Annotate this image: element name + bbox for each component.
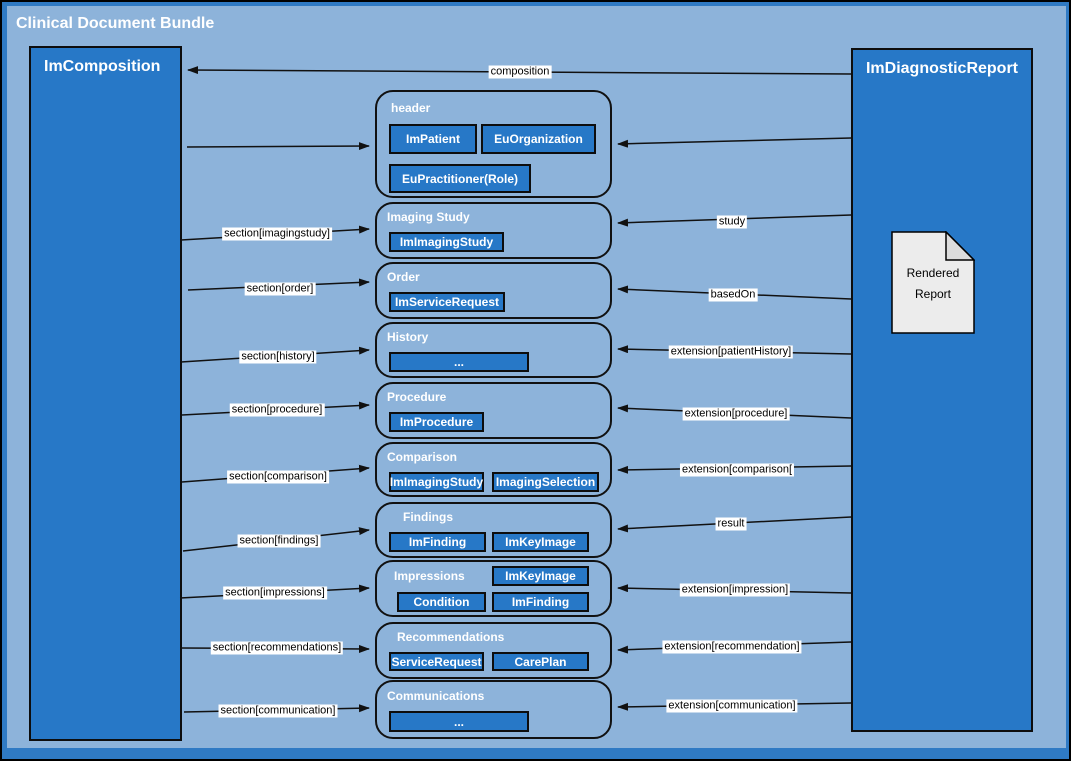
node-imfinding[interactable]: ImFinding bbox=[389, 532, 486, 552]
edge-label-basedon: basedOn bbox=[708, 288, 758, 302]
section-order: Order ImServiceRequest bbox=[375, 262, 612, 319]
node-condition[interactable]: Condition bbox=[397, 592, 486, 612]
section-procedure-title: Procedure bbox=[387, 390, 447, 404]
section-comparison: Comparison ImImagingStudy ImagingSelecti… bbox=[375, 442, 612, 497]
edge-label-study: study bbox=[716, 215, 748, 229]
rendered-report-document: Rendered Report bbox=[891, 230, 976, 334]
edge-label-extension-recommendation: extension[recommendation] bbox=[662, 640, 802, 654]
node-servicerequest[interactable]: ServiceRequest bbox=[389, 652, 484, 671]
edge-label-section-procedure: section[procedure] bbox=[229, 403, 325, 417]
edge-label-section-order: section[order] bbox=[244, 282, 316, 296]
node-comparison-imimagingstudy[interactable]: ImImagingStudy bbox=[389, 472, 484, 492]
document-label-line1: Rendered bbox=[906, 266, 960, 280]
edge-label-section-impressions: section[impressions] bbox=[223, 586, 327, 600]
node-imkeyimage[interactable]: ImKeyImage bbox=[492, 532, 589, 552]
edge-label-extension-procedure: extension[procedure] bbox=[682, 407, 790, 421]
entity-imcomposition[interactable]: ImComposition bbox=[29, 46, 182, 741]
node-impressions-imkeyimage[interactable]: ImKeyImage bbox=[492, 566, 589, 586]
entity-imdiagnosticreport[interactable]: ImDiagnosticReport Rendered Report bbox=[851, 48, 1033, 732]
document-icon bbox=[891, 230, 976, 334]
node-imagingselection[interactable]: ImagingSelection bbox=[492, 472, 599, 492]
section-header: header ImPatient EuOrganization EuPracti… bbox=[375, 90, 612, 198]
edge-label-composition: composition bbox=[488, 65, 552, 79]
edge-label-extension-communication: extension[communication] bbox=[666, 699, 798, 713]
edge-label-section-history: section[history] bbox=[239, 350, 317, 364]
node-eupractitionerrole[interactable]: EuPractitioner(Role) bbox=[389, 164, 531, 193]
section-impressions: Impressions ImKeyImage Condition ImFindi… bbox=[375, 560, 612, 617]
section-recommendations-title: Recommendations bbox=[397, 630, 505, 644]
edge-label-section-imagingstudy: section[imagingstudy] bbox=[222, 227, 332, 241]
section-imaging-study: Imaging Study ImImagingStudy bbox=[375, 202, 612, 259]
section-communications: Communications ... bbox=[375, 680, 612, 739]
section-history: History ... bbox=[375, 322, 612, 378]
node-improcedure[interactable]: ImProcedure bbox=[389, 412, 484, 432]
edge-label-section-recommendations: section[recommendations] bbox=[210, 641, 344, 655]
node-communications-ellipsis[interactable]: ... bbox=[389, 711, 529, 732]
document-label-line2: Report bbox=[914, 287, 952, 301]
node-imservicerequest[interactable]: ImServiceRequest bbox=[389, 292, 505, 312]
node-impatient[interactable]: ImPatient bbox=[389, 124, 477, 154]
node-euorganization[interactable]: EuOrganization bbox=[481, 124, 596, 154]
edge-label-section-comparison: section[comparison] bbox=[227, 470, 329, 484]
node-careplan[interactable]: CarePlan bbox=[492, 652, 589, 671]
section-order-title: Order bbox=[387, 270, 420, 284]
node-impressions-imfinding[interactable]: ImFinding bbox=[492, 592, 589, 612]
node-imimagingstudy[interactable]: ImImagingStudy bbox=[389, 232, 504, 252]
section-recommendations: Recommendations ServiceRequest CarePlan bbox=[375, 622, 612, 679]
page-title: Clinical Document Bundle bbox=[16, 15, 215, 32]
section-findings-title: Findings bbox=[403, 510, 453, 524]
edge-label-extension-patienthistory: extension[patientHistory] bbox=[668, 345, 794, 359]
edge-label-extension-impression: extension[impression] bbox=[679, 583, 791, 597]
section-procedure: Procedure ImProcedure bbox=[375, 382, 612, 439]
entity-imdiagnosticreport-label: ImDiagnosticReport bbox=[865, 60, 1018, 77]
section-history-title: History bbox=[387, 330, 429, 344]
section-findings: Findings ImFinding ImKeyImage bbox=[375, 502, 612, 558]
section-imaging-study-title: Imaging Study bbox=[387, 210, 470, 224]
section-impressions-title: Impressions bbox=[394, 569, 465, 583]
section-comparison-title: Comparison bbox=[387, 450, 458, 464]
edge-label-section-findings: section[findings] bbox=[237, 534, 321, 548]
section-communications-title: Communications bbox=[387, 689, 485, 703]
edge-label-section-communication: section[communication] bbox=[218, 704, 338, 718]
node-history-ellipsis[interactable]: ... bbox=[389, 352, 529, 372]
entity-imcomposition-label: ImComposition bbox=[44, 58, 161, 75]
edge-label-result: result bbox=[715, 517, 747, 531]
section-header-title: header bbox=[391, 101, 431, 115]
document-label: Rendered Report bbox=[891, 263, 975, 305]
edge-label-extension-comparison: extension[comparison[ bbox=[679, 463, 795, 477]
